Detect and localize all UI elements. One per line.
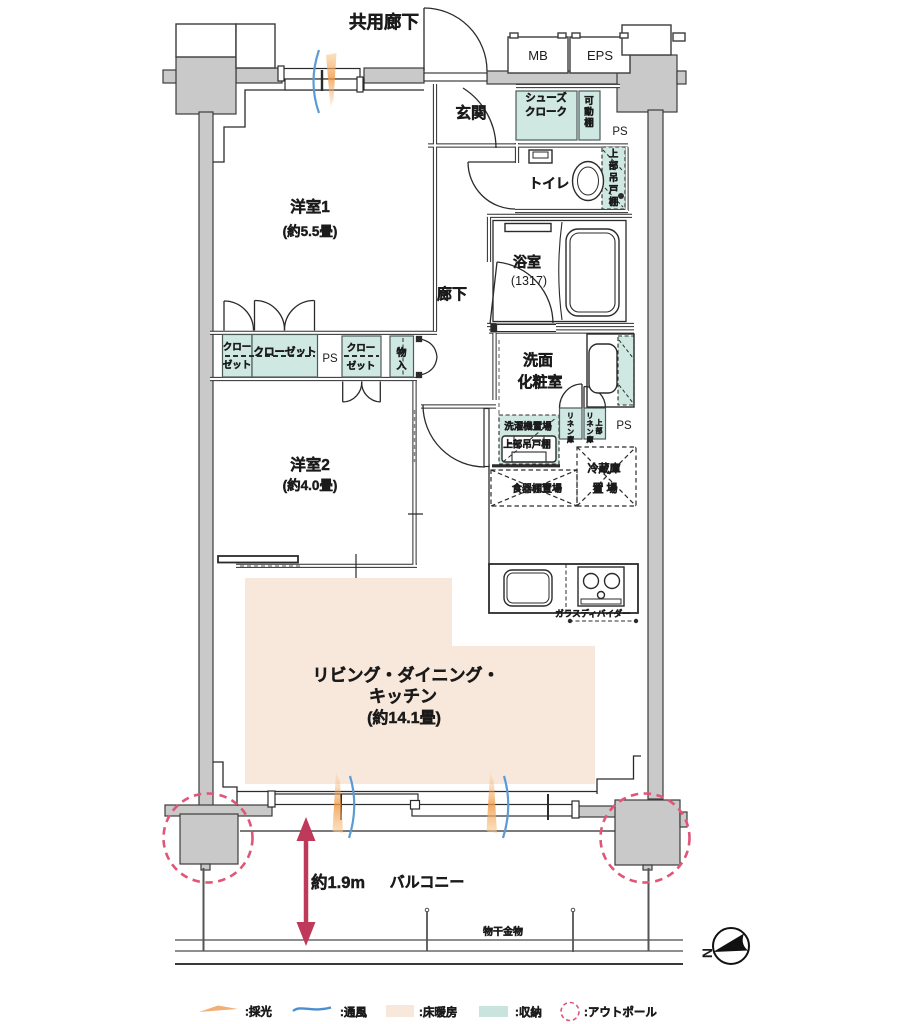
svg-text:物干金物: 物干金物: [483, 925, 523, 938]
svg-text:可: 可: [584, 96, 594, 107]
svg-text::アウトポール: :アウトポール: [584, 1005, 657, 1019]
svg-text:リ: リ: [587, 412, 594, 420]
svg-text:ゼット: ゼット: [223, 359, 252, 371]
svg-text:シューズ: シューズ: [525, 91, 567, 104]
svg-text:MB: MB: [528, 48, 548, 63]
svg-text:(約5.5畳): (約5.5畳): [283, 223, 338, 239]
svg-text:棚: 棚: [584, 117, 594, 129]
svg-text::収納: :収納: [515, 1005, 542, 1019]
svg-text:戸: 戸: [609, 185, 619, 196]
svg-text:上: 上: [609, 148, 619, 160]
svg-text:トイレ: トイレ: [529, 176, 570, 191]
svg-text:洗面: 洗面: [523, 351, 553, 369]
svg-text:リビング・ダイニング・: リビング・ダイニング・: [313, 665, 500, 685]
svg-text:PS: PS: [612, 126, 628, 138]
svg-text:入: 入: [397, 360, 407, 372]
svg-text:EPS: EPS: [587, 48, 613, 63]
svg-text:玄関: 玄関: [455, 103, 486, 122]
svg-text:部: 部: [609, 160, 619, 172]
svg-text:化粧室: 化粧室: [517, 373, 562, 391]
svg-text::床暖房: :床暖房: [419, 1005, 457, 1019]
svg-text:キッチン: キッチン: [369, 687, 437, 706]
svg-text::通風: :通風: [340, 1006, 367, 1019]
svg-text:置 場: 置 場: [592, 481, 617, 495]
svg-text:棚: 棚: [609, 196, 619, 208]
svg-text:動: 動: [584, 106, 594, 118]
svg-text:バルコニー: バルコニー: [390, 874, 465, 891]
svg-text:リ: リ: [567, 412, 574, 420]
svg-text:ガラスディバイダー: ガラスディバイダー: [555, 609, 630, 619]
svg-text:N: N: [699, 948, 715, 958]
svg-text:(約4.0畳): (約4.0畳): [283, 477, 338, 493]
svg-text:クロー: クロー: [347, 343, 376, 354]
svg-text:食器棚置場: 食器棚置場: [511, 482, 562, 495]
svg-text:廊下: 廊下: [437, 285, 467, 303]
svg-text:PS: PS: [616, 420, 632, 432]
svg-text:共用廊下: 共用廊下: [349, 12, 419, 32]
svg-text:庫: 庫: [567, 435, 574, 444]
svg-text:庫: 庫: [587, 435, 594, 444]
svg-text:上: 上: [596, 418, 603, 427]
svg-text:洋室2: 洋室2: [290, 455, 330, 474]
svg-text:約1.9m: 約1.9m: [311, 872, 365, 892]
svg-text:(約14.1畳): (約14.1畳): [367, 708, 441, 727]
svg-text:部: 部: [596, 426, 603, 435]
svg-text:クロー: クロー: [223, 342, 252, 353]
svg-text:洗濯機置場: 洗濯機置場: [504, 421, 552, 433]
svg-text:(1317): (1317): [511, 274, 547, 288]
svg-text:上部吊戸棚: 上部吊戸棚: [503, 439, 551, 451]
svg-text:ン: ン: [567, 428, 574, 436]
svg-text:PS: PS: [322, 353, 338, 365]
svg-text:クローク: クローク: [525, 106, 567, 118]
svg-text:物: 物: [397, 346, 407, 359]
svg-text:洋室1: 洋室1: [290, 197, 330, 216]
svg-text:吊: 吊: [609, 173, 619, 184]
svg-text:ン: ン: [587, 428, 594, 436]
svg-text:冷蔵庫: 冷蔵庫: [588, 461, 621, 475]
svg-text:浴室: 浴室: [513, 254, 541, 270]
svg-text:ネ: ネ: [587, 420, 594, 428]
svg-text:クローゼット: クローゼット: [254, 345, 317, 358]
svg-text:ゼット: ゼット: [347, 360, 376, 372]
svg-text::採光: :採光: [245, 1005, 272, 1019]
svg-text:ネ: ネ: [567, 420, 574, 428]
